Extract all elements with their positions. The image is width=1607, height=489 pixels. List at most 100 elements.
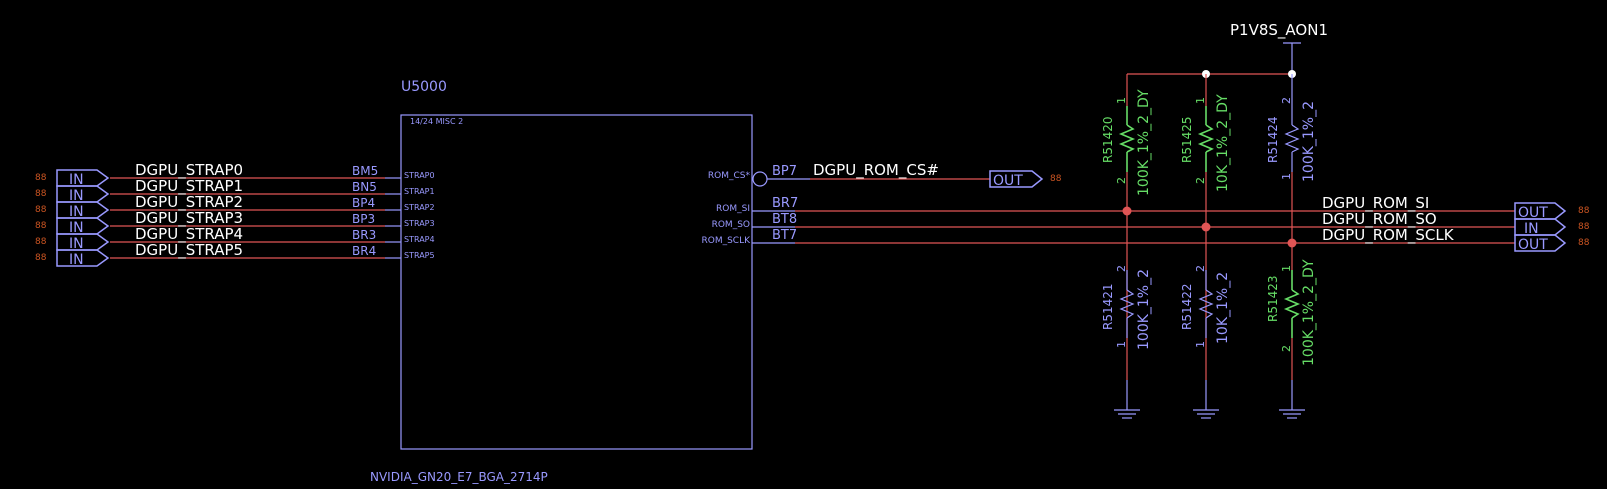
pin-number-label: 1	[1194, 97, 1207, 104]
rom-si-pin[interactable]: ROM_SI BR7	[716, 196, 798, 214]
ic-section-label: 14/24 MISC 2	[410, 117, 463, 126]
rom-sclk-net[interactable]: DGPU_ROM_SCLK OUT 88	[795, 226, 1590, 253]
net-label: DGPU_ROM_SI	[1322, 194, 1429, 213]
strap-net-row[interactable]: 88 IN DGPU_STRAP2 BP4 STRAP2	[35, 193, 435, 220]
page-ref-label: 88	[35, 189, 47, 199]
pin-number-label: 1	[1115, 341, 1128, 348]
net-label: DGPU_STRAP5	[135, 241, 243, 260]
rom-cs-pin[interactable]: ROM_CS* BP7 DGPU_ROM_CS# OUT 88	[708, 161, 1062, 189]
resistor-value-label: 10K_1%_2	[1215, 272, 1231, 344]
resistor-ref-label: R51422	[1180, 283, 1194, 330]
resistor-zigzag[interactable]	[1284, 124, 1300, 153]
page-ref-label: 88	[35, 221, 47, 231]
page-ref-label: 88	[35, 237, 47, 247]
pin-number-label: 1	[1280, 265, 1293, 272]
ball-label: BN5	[352, 180, 377, 194]
in-port-symbol[interactable]	[56, 201, 110, 219]
pin-name-label: ROM_SCLK	[701, 236, 751, 246]
resistor-zigzag[interactable]	[1283, 289, 1301, 319]
ic-body[interactable]	[400, 114, 753, 450]
strap-net-row[interactable]: 88 IN DGPU_STRAP4 BR3 STRAP4	[35, 225, 435, 252]
resistor-zigzag[interactable]	[1118, 124, 1136, 153]
power-rail-label: P1V8S_AON1	[1230, 21, 1328, 40]
resistor-column[interactable]: R51425 10K_1%_2_DY 1 2 R51422 10K_1%_2 2…	[1180, 74, 1231, 419]
pin-name-label: STRAP0	[404, 171, 435, 180]
resistor-ref-label: R51421	[1101, 283, 1115, 330]
port-label: IN	[69, 252, 84, 268]
resistor-ref-label: R51423	[1266, 275, 1280, 322]
pin-number-label: 2	[1194, 265, 1207, 272]
junction-dot	[1287, 238, 1297, 248]
ic-u5000[interactable]: U5000 14/24 MISC 2 NVIDIA_GN20_E7_BGA_27…	[370, 79, 753, 484]
pin-name-label: ROM_SI	[716, 204, 750, 214]
in-port-symbol[interactable]	[56, 233, 110, 251]
port-label: IN	[69, 188, 84, 204]
in-port-symbol[interactable]	[56, 185, 110, 203]
port-label: OUT	[1518, 205, 1548, 221]
page-ref-label: 88	[1578, 238, 1590, 248]
rom-si-net[interactable]: DGPU_ROM_SI OUT 88	[795, 194, 1590, 221]
page-ref-label: 88	[35, 173, 47, 183]
ball-label: BP4	[352, 196, 375, 210]
strap-net-row[interactable]: 88 IN DGPU_STRAP5 BR4 STRAP5	[35, 241, 435, 268]
resistor-ref-label: R51420	[1101, 116, 1115, 163]
resistor-value-label: 100K_1%_2_DY	[1301, 259, 1317, 366]
rom-sclk-pin[interactable]: ROM_SCLK BT7	[701, 228, 797, 246]
pin-number-label: 2	[1280, 345, 1293, 352]
ball-label: BR3	[352, 228, 376, 242]
inversion-bubble	[752, 171, 768, 187]
strap-net-row[interactable]: 88 IN DGPU_STRAP3 BP3 STRAP3	[35, 209, 435, 236]
resistor-value-label: 100K_1%_2	[1301, 101, 1317, 182]
pin-name-label: STRAP5	[404, 251, 435, 260]
pin-number-label: 1	[1115, 97, 1128, 104]
resistor-column[interactable]: R51420 100K_1%_2_DY 1 2 R51421 100K_1%_2…	[1101, 74, 1152, 419]
in-port-symbol[interactable]	[1514, 218, 1567, 236]
resistor-value-label: 100K_1%_2_DY	[1136, 89, 1152, 196]
junction-dot	[1122, 206, 1132, 216]
in-port-symbol[interactable]	[56, 249, 110, 267]
ground-icon	[1193, 409, 1219, 419]
port-label: IN	[69, 172, 84, 188]
resistor-column[interactable]: R51424 100K_1%_2 2 1 R51423 100K_1%_2_DY…	[1266, 74, 1317, 419]
net-label: DGPU_ROM_SO	[1322, 210, 1437, 229]
ball-label: BT7	[772, 228, 797, 243]
ball-label: BT8	[772, 212, 797, 227]
pin-name-label: STRAP1	[404, 187, 435, 196]
pin-number-label: 1	[1194, 341, 1207, 348]
power-rail[interactable]: P1V8S_AON1	[1127, 21, 1328, 78]
in-port-symbol[interactable]	[56, 169, 110, 187]
out-port-symbol[interactable]	[1514, 202, 1567, 220]
resistor-value-label: 10K_1%_2_DY	[1215, 94, 1231, 192]
net-label: DGPU_STRAP1	[135, 177, 243, 196]
port-label: IN	[1524, 221, 1539, 237]
port-label: OUT	[993, 173, 1023, 189]
port-label: IN	[69, 220, 84, 236]
in-port-symbol[interactable]	[56, 217, 110, 235]
page-ref-label: 88	[1578, 222, 1590, 232]
ic-ref-label: U5000	[401, 79, 447, 95]
strap-net-row[interactable]: 88 IN DGPU_STRAP0 BM5 STRAP0	[35, 161, 435, 188]
page-ref-label: 88	[1578, 206, 1590, 216]
pin-number-label: 2	[1194, 177, 1207, 184]
rom-so-net[interactable]: DGPU_ROM_SO IN 88	[795, 210, 1590, 237]
rom-so-pin[interactable]: ROM_SO BT8	[712, 212, 798, 230]
pin-name-label: ROM_SO	[712, 220, 750, 230]
ground-icon	[1114, 409, 1140, 419]
net-label: DGPU_STRAP4	[135, 225, 243, 244]
net-label: DGPU_STRAP2	[135, 193, 243, 212]
junction-dot	[1201, 222, 1211, 232]
pin-number-label: 1	[1280, 173, 1293, 180]
resistor-zigzag[interactable]	[1119, 289, 1135, 319]
out-port-symbol[interactable]	[989, 170, 1044, 188]
resistor-zigzag[interactable]	[1197, 124, 1215, 153]
out-port-symbol[interactable]	[1514, 234, 1567, 252]
strap-net-row[interactable]: 88 IN DGPU_STRAP1 BN5 STRAP1	[35, 177, 435, 204]
ball-label: BR7	[772, 196, 798, 211]
page-ref-label: 88	[35, 253, 47, 263]
port-label: IN	[69, 236, 84, 252]
port-label: IN	[69, 204, 84, 220]
resistor-zigzag[interactable]	[1198, 289, 1214, 319]
net-label: DGPU_ROM_SCLK	[1322, 226, 1455, 245]
net-label: DGPU_STRAP0	[135, 161, 243, 180]
pin-number-label: 2	[1115, 265, 1128, 272]
